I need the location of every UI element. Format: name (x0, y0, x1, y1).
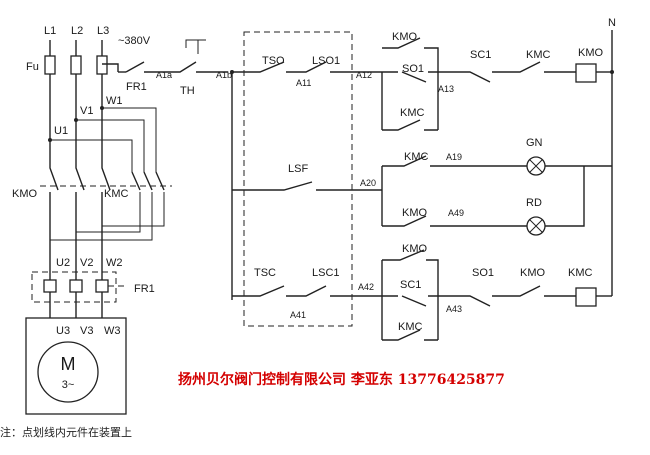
kmo-self-hold-contact (382, 37, 439, 130)
control-circuit: FR1 A1a TH A1b TSO LSO1 A11 A12 KMO SO1 … (118, 17, 616, 341)
node-a1a-label: A1a (156, 70, 172, 80)
overload-relay-label: FR1 (134, 283, 155, 295)
kmo-close-stop-label: KMO (520, 267, 546, 279)
kmo-main-contacts (49, 150, 111, 191)
th-contact-label: TH (180, 85, 195, 97)
company-credit: 扬州贝尔阀门控制有限公司 李亚东 13776425877 (178, 371, 505, 388)
phase-wires-main (49, 74, 103, 150)
overload-element-w (95, 279, 109, 293)
kmo-signal-contact-label: KMO (402, 207, 428, 219)
power-circuit: L1 L2 L3 Fu ~380V U1 V1 W1 KMO KMC U2 (12, 25, 172, 415)
junction-neutral-top (610, 70, 614, 74)
lso1-label: LSO1 (312, 55, 340, 67)
sc1-close-contact (382, 295, 438, 307)
lsf-contact (232, 181, 382, 191)
lsc1-label: LSC1 (312, 267, 340, 279)
fr1-contact (125, 61, 158, 73)
motor-label: M (61, 354, 76, 374)
th-symbol (185, 39, 206, 54)
red-lamp-label: RD (526, 197, 542, 209)
kmo-out-wires (49, 192, 103, 240)
sc1-self-hold-label: SC1 (400, 279, 421, 291)
node-a20-label: A20 (360, 178, 376, 188)
kmo-signal-contact (382, 215, 528, 227)
node-u1-label: U1 (54, 125, 68, 137)
close-row-switches (232, 285, 382, 297)
node-a42-label: A42 (358, 282, 374, 292)
node-v1-label: V1 (80, 105, 93, 117)
tso-label: TSO (262, 55, 285, 67)
motor-symbol (37, 341, 99, 403)
terminal-w3-label: W3 (104, 325, 121, 337)
kmc-coil-label: KMC (568, 267, 593, 279)
sc1-stop-label: SC1 (470, 49, 491, 61)
terminal-u2-label: U2 (56, 257, 70, 269)
reversing-cross-wires (50, 107, 157, 172)
overload-element-v (69, 279, 83, 293)
node-a13-label: A13 (438, 84, 454, 94)
node-a41-label: A41 (290, 310, 306, 320)
node-a49-label: A49 (448, 208, 464, 218)
green-lamp-cross (529, 159, 543, 173)
so1-label: SO1 (402, 63, 424, 75)
open-row-switches (232, 61, 382, 73)
terminal-v2-label: V2 (80, 257, 93, 269)
fuse-l1 (44, 55, 56, 75)
kmc-main-contact-label: KMC (104, 188, 129, 200)
kmo-interlock-label: KMO (392, 31, 418, 43)
th-contact (158, 61, 228, 73)
neutral-label: N (608, 17, 616, 29)
terminal-w2-label: W2 (106, 257, 123, 269)
overload-in-wires (49, 240, 103, 280)
kmc-signal-contact (382, 155, 528, 167)
green-lamp-label: GN (526, 137, 543, 149)
fr1-contact-label: FR1 (126, 81, 147, 93)
kmc-coil (575, 287, 597, 307)
lsf-label: LSF (288, 163, 308, 175)
node-a1b-label: A1b (216, 70, 232, 80)
motor-phase-label: 3~ (62, 379, 75, 391)
tsc-label: TSC (254, 267, 276, 279)
red-lamp-cross (529, 219, 543, 233)
kmc-signal-contact-label: KMC (404, 151, 429, 163)
node-a12-label: A12 (356, 70, 372, 80)
kmo-close-interlock (382, 249, 439, 340)
supply-voltage-label: ~380V (118, 35, 151, 47)
kmc-close-aux-contact (382, 329, 438, 341)
fuse-label: Fu (26, 61, 39, 73)
kmc-close-aux-label: KMC (398, 321, 423, 333)
footnote: 注：点划线内元件在装置上 (0, 425, 132, 439)
kmc-aux-label: KMC (400, 107, 425, 119)
fuse-l3 (96, 55, 108, 75)
phase-l2-label: L2 (71, 25, 83, 37)
node-a43-label: A43 (446, 304, 462, 314)
device-enclosure-frame (243, 31, 353, 327)
phase-wires-top (49, 40, 103, 56)
so1-contact (382, 71, 438, 83)
close-row-stop-interlock (438, 285, 576, 307)
node-a11-label: A11 (296, 78, 311, 88)
kmo-coil (575, 63, 597, 83)
red-lamp-to-neutral (545, 166, 585, 227)
overload-relay-frame (31, 271, 117, 303)
kmo-main-contact-label: KMO (12, 188, 38, 200)
node-w1-label: W1 (106, 95, 123, 107)
phase-l1-label: L1 (44, 25, 56, 37)
kmo-close-interlock-label: KMO (402, 243, 428, 255)
fuse-l2 (70, 55, 82, 75)
control-tap-wire (102, 63, 119, 72)
kmc-aux-contact (382, 119, 438, 131)
kmc-interlock-label: KMC (526, 49, 551, 61)
phase-l3-label: L3 (97, 25, 109, 37)
terminal-v3-label: V3 (80, 325, 93, 337)
kmc-main-contacts (131, 171, 165, 191)
kmo-coil-label: KMO (578, 47, 604, 59)
open-row-stop-interlock (438, 61, 576, 83)
node-a19-label: A19 (446, 152, 462, 162)
kmc-out-wires (50, 192, 165, 241)
so1-stop-label: SO1 (472, 267, 494, 279)
terminal-u3-label: U3 (56, 325, 70, 337)
overload-element-u (43, 279, 57, 293)
